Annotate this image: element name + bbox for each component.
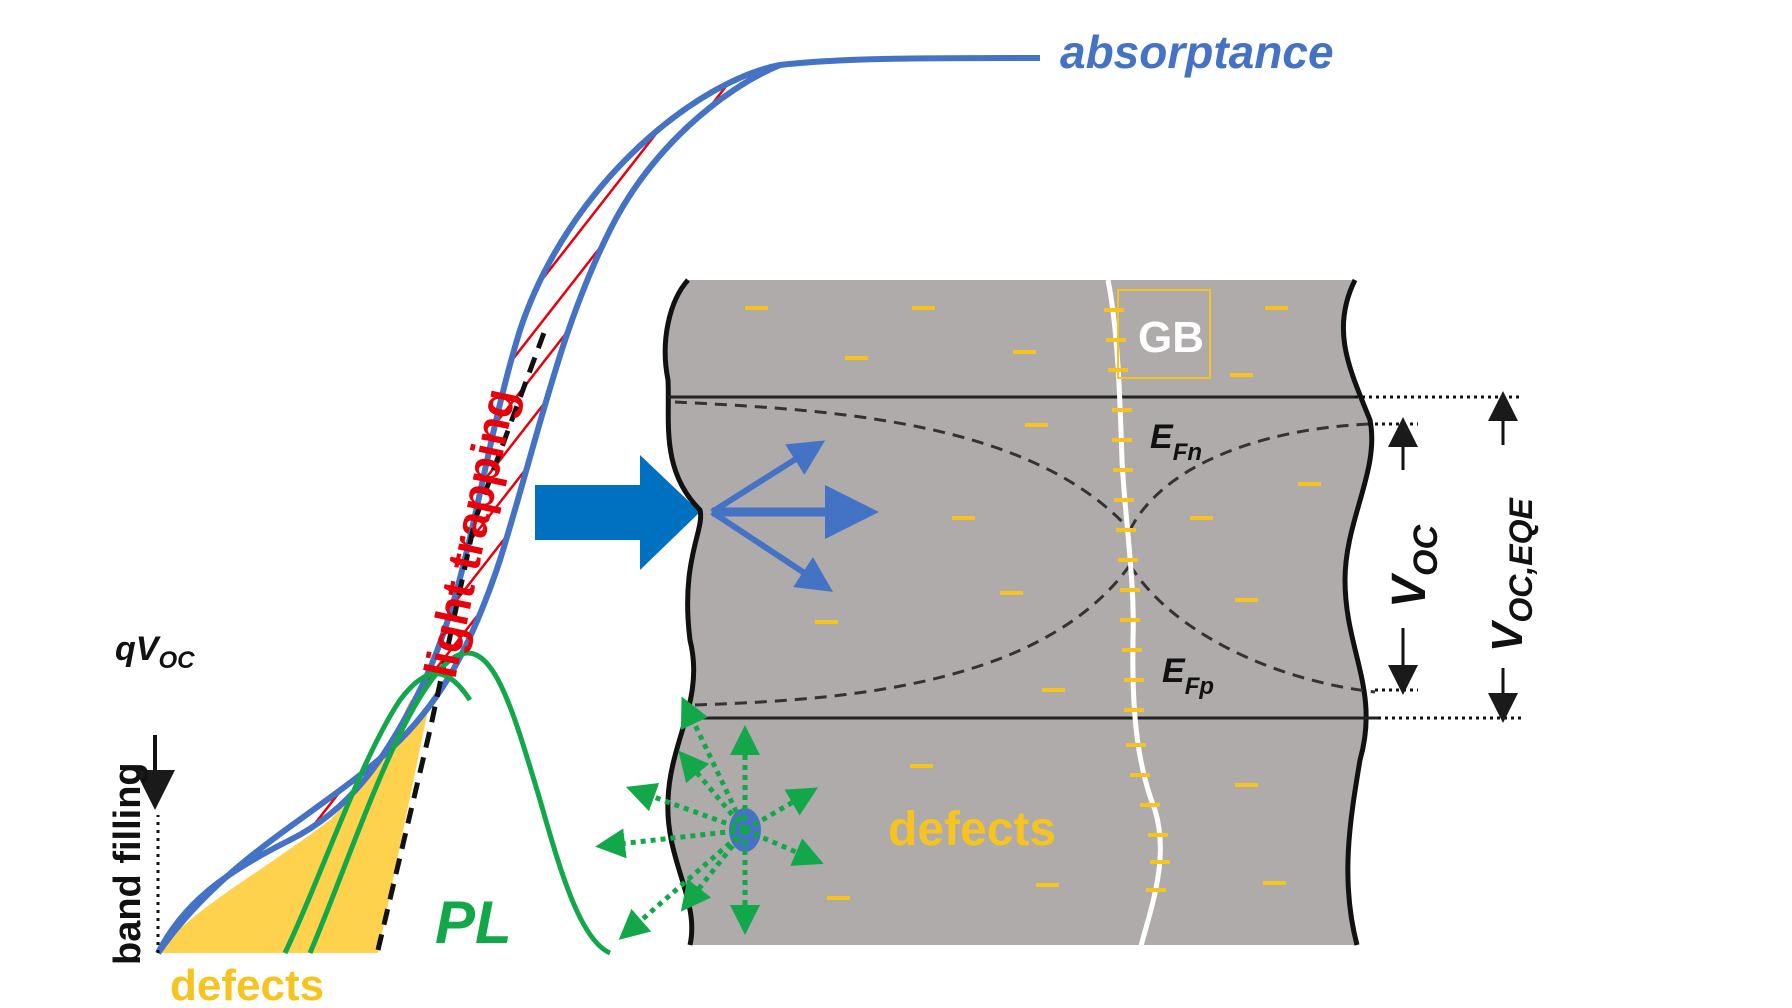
voceqe-sub: OC,EQE: [1503, 497, 1539, 623]
defects-slab-label: defects: [888, 803, 1056, 856]
defect-tail-region: [158, 700, 430, 953]
efn-dashed-curve-left: [674, 400, 1132, 532]
pl-inner-curve: [282, 671, 473, 955]
efp-sub: Fp: [1185, 673, 1214, 700]
slab-right-edge: [1340, 278, 1375, 946]
efn-sub: Fn: [1173, 439, 1202, 466]
voc-main: V: [1383, 572, 1436, 608]
pl-label: PL: [435, 889, 512, 956]
gb-label: GB: [1138, 313, 1204, 362]
efp-label: EFp: [1162, 652, 1214, 700]
pl-curve: [307, 650, 612, 956]
voc-label: VOC: [1383, 525, 1445, 608]
band-filling-label: band filling: [107, 762, 149, 965]
efn-main: E: [1150, 418, 1174, 456]
voceqe-label: VOC,EQE: [1483, 497, 1539, 652]
efp-main: E: [1162, 652, 1186, 690]
qvoc-main: qV: [115, 630, 162, 668]
qvoc-sub: OC: [158, 647, 195, 674]
absorptance-curve: [155, 55, 1041, 955]
efn-label: EFn: [1150, 418, 1202, 466]
scattering-arrows: [710, 440, 879, 592]
band-edge-dashed-line: [375, 329, 548, 951]
emission-arrows: [595, 696, 824, 940]
efp-dashed-curve-right: [1128, 564, 1376, 694]
grain-boundary-box: [1117, 289, 1211, 379]
voceqe-main: V: [1483, 619, 1532, 652]
efn-dashed-curve-right: [1128, 422, 1369, 531]
incident-light-arrow: [535, 455, 700, 570]
slab-left-edge: [662, 278, 704, 946]
semiconductor-slab: [665, 280, 1372, 945]
absorptance-label: absorptance: [1060, 26, 1334, 78]
efp-dashed-curve-left: [694, 564, 1132, 707]
grain-boundary-defects: [1104, 308, 1170, 892]
defects-left-label: defects: [170, 961, 324, 1008]
absorptance-inner-curve: [155, 62, 782, 955]
grain-boundary-line: [1105, 279, 1163, 951]
qvoc-label: qVOC: [115, 630, 195, 674]
voc-sub: OC: [1407, 525, 1445, 576]
bulk-defects: [745, 306, 1321, 900]
